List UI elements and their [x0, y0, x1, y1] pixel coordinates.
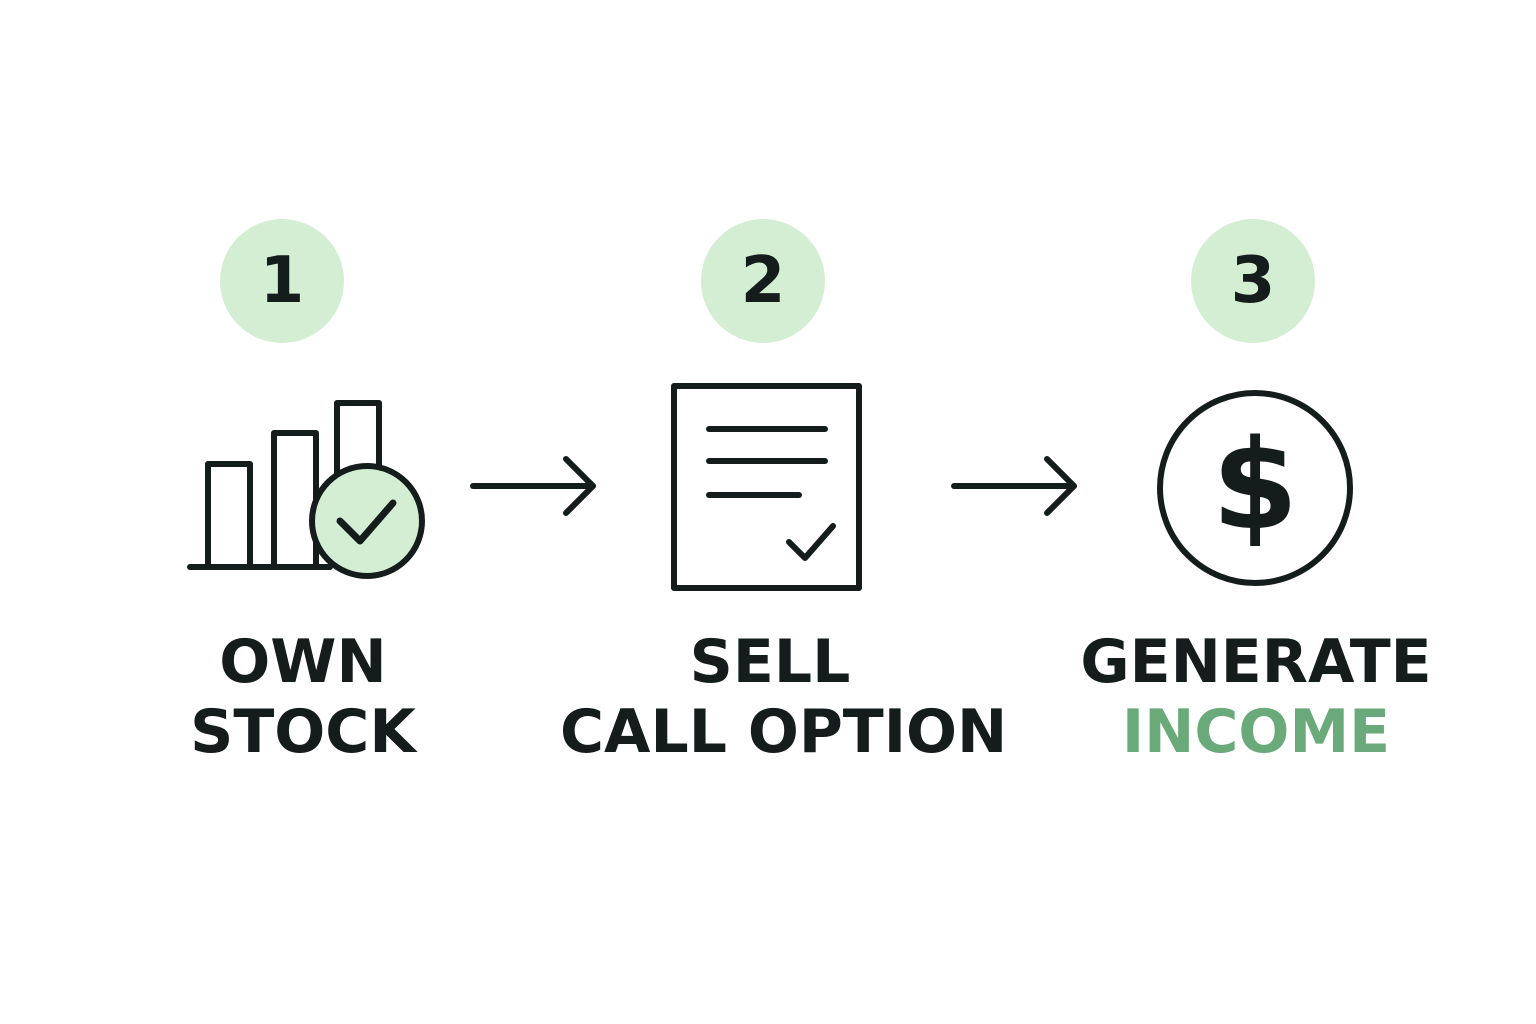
arrow-right-icon [470, 456, 596, 516]
step-2-number: 2 [740, 244, 786, 318]
arrow-right-icon [951, 456, 1077, 516]
step-2-label: SELL CALL OPTION [560, 627, 1008, 767]
document-check-icon [671, 383, 862, 591]
step-1-label-line-2: STOCK [190, 697, 416, 767]
dollar-symbol: $ [1212, 414, 1298, 558]
dollar-coin-icon: $ [1157, 390, 1353, 586]
step-1-number: 1 [259, 244, 305, 318]
step-1-label-line-1: OWN [219, 627, 387, 697]
step-3-label-line-2: INCOME [1121, 697, 1391, 767]
step-1-badge: 1 [220, 219, 344, 343]
step-2-badge: 2 [701, 219, 825, 343]
step-3-badge: 3 [1191, 219, 1315, 343]
step-1-label: OWN STOCK [93, 627, 513, 767]
step-3-label: GENERATE INCOME [1046, 627, 1466, 767]
step-2-label-line-1: SELL [689, 627, 851, 697]
step-3-label-line-1: GENERATE [1080, 627, 1432, 697]
step-2-label-line-2: CALL OPTION [560, 697, 1008, 767]
step-3-number: 3 [1230, 244, 1276, 318]
bar-chart-check-icon [187, 400, 425, 579]
